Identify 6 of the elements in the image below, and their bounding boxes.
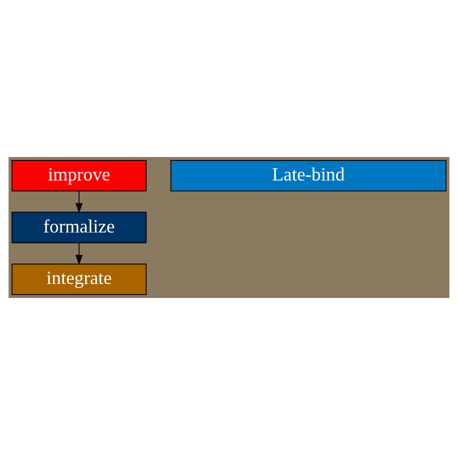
node-box: Late-bind	[170, 159, 446, 191]
node-box: improve	[12, 159, 147, 191]
node-box: integrate	[12, 263, 147, 295]
arrow	[76, 190, 83, 213]
node-box: formalize	[12, 211, 147, 243]
arrow	[76, 242, 83, 265]
